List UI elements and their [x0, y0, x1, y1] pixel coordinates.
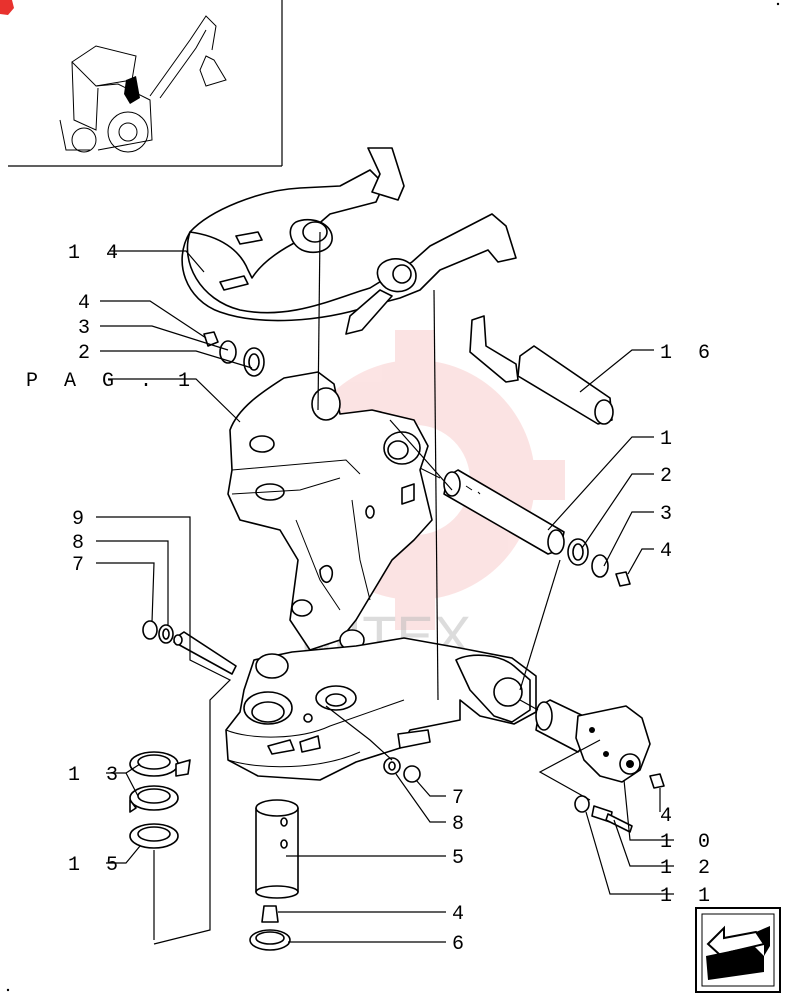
arrow-left-icon	[706, 925, 770, 980]
part-5-lower-pin	[255, 799, 299, 899]
part-12-bolt	[591, 805, 633, 833]
label-3-left: 3	[78, 317, 97, 340]
label-12: 1 2	[660, 857, 717, 880]
part-10-pivot-pin-plate	[535, 699, 651, 783]
label-9: 9	[72, 508, 91, 531]
label-4-right: 4	[660, 540, 679, 563]
leader-lines	[96, 231, 674, 945]
label-13: 1 3	[68, 764, 125, 787]
label-11: 1 1	[660, 885, 717, 908]
part-7-ring-left	[142, 620, 158, 640]
label-16: 1 6	[660, 342, 717, 365]
part-1-pin	[419, 467, 565, 555]
label-7-right: 7	[452, 787, 471, 810]
part-4-grease-fitting-lower	[261, 905, 279, 923]
part-3-ring-right	[591, 554, 609, 578]
label-2-left: 2	[78, 342, 97, 365]
backhoe-loader-icon	[59, 15, 227, 153]
label-8-left: 8	[72, 532, 91, 555]
part-15-shim	[129, 823, 179, 849]
part-4-grease-fitting-left	[203, 331, 219, 347]
pivot-base-block	[225, 637, 537, 781]
part-6-ring	[249, 929, 291, 951]
label-5: 5	[452, 847, 471, 870]
stray-dot	[776, 2, 780, 6]
stray-dot	[6, 988, 10, 992]
part-7-ring-right	[403, 765, 421, 783]
label-7-left: 7	[72, 554, 91, 577]
part-14-fork-bracket	[181, 147, 517, 335]
part-13-shims	[129, 751, 191, 813]
label-14: 1 4	[68, 242, 125, 265]
part-4-grease-fitting-right	[615, 571, 631, 587]
label-2-right: 2	[660, 465, 679, 488]
label-4-left: 4	[78, 292, 97, 315]
label-15: 1 5	[68, 854, 125, 877]
part-4-grease-fitting-plate	[649, 773, 665, 789]
swing-frame-body	[227, 371, 433, 651]
nav-previous-button[interactable]	[695, 907, 781, 993]
label-3-right: 3	[660, 503, 679, 526]
label-10: 1 0	[660, 831, 717, 854]
label-8-right: 8	[452, 813, 471, 836]
label-6: 6	[452, 933, 471, 956]
label-4-plate: 4	[660, 805, 679, 828]
part-16-pin-handle	[469, 315, 614, 425]
thumbnail-frame	[8, 0, 283, 167]
label-4-lower: 4	[452, 903, 471, 926]
label-pag-1: P A G . 1	[26, 370, 197, 393]
part-3-ring-left	[219, 340, 237, 364]
corner-mark	[0, 0, 14, 15]
label-1: 1	[660, 428, 679, 451]
